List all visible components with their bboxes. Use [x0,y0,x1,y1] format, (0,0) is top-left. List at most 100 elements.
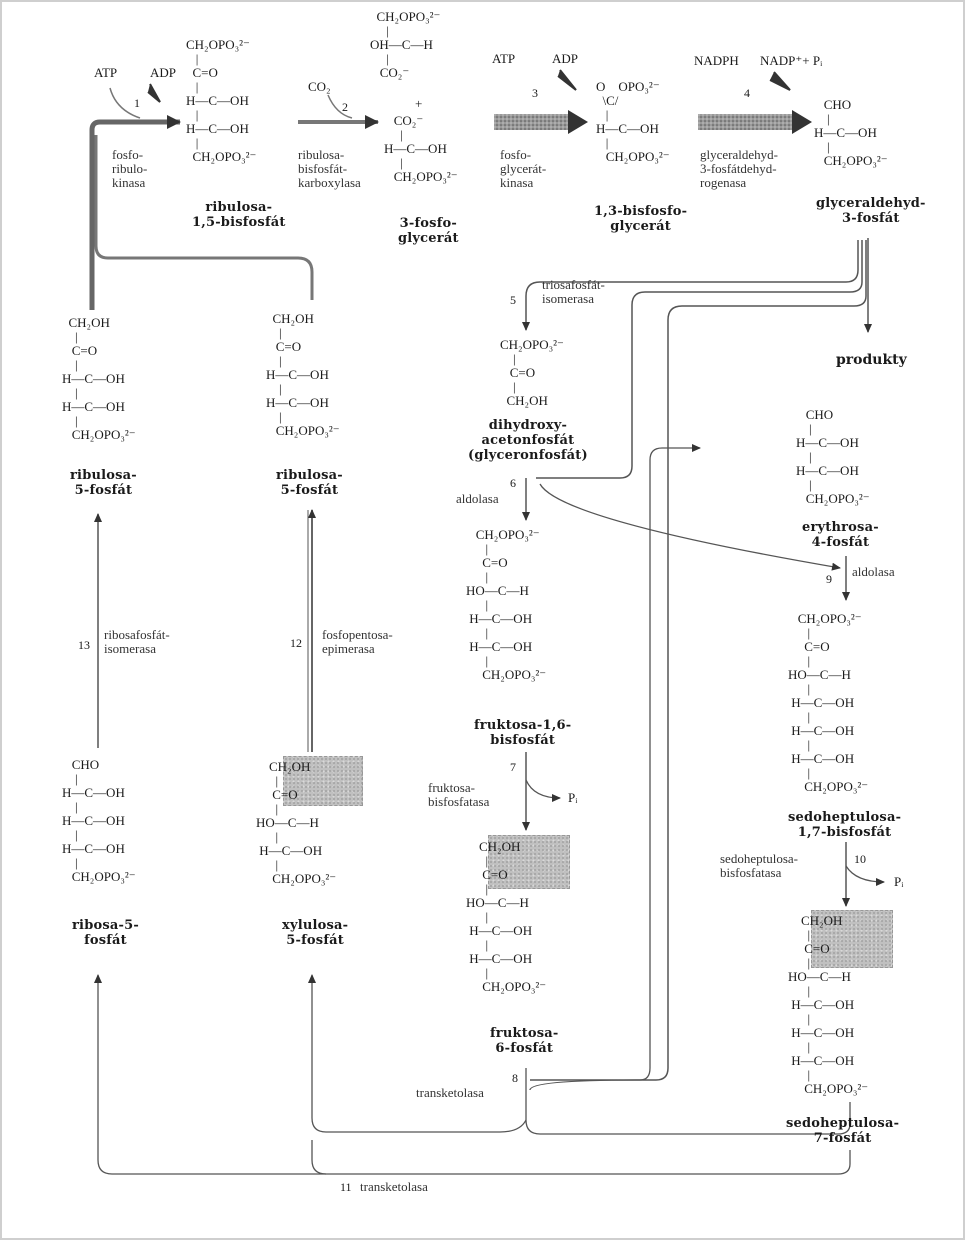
formula-line: | [266,381,282,396]
formula-line: C=O [788,941,830,956]
formula-line: H—C—OH [466,611,533,626]
formula-line: H—C—OH [796,463,859,478]
formula-line: | [788,927,811,942]
formula-line: C=O [186,65,218,80]
formula-line: CH₂OPO₃²⁻ [788,611,862,626]
formula-line: | [62,413,78,428]
formula-line: C=O [500,365,536,380]
rubp-name: ribulosa- 1,5-bisfosfát [192,200,286,230]
formula-line: H—C—OH [266,367,329,382]
formula-line: | [466,853,489,868]
enzyme-7: fruktosa- bisfosfatasa [428,780,490,809]
xu5p-name: xylulosa- 5-fosfát [282,918,349,948]
formula-line: CH₂OPO₃²⁻ [186,37,250,52]
bpg-name: 1,3-bisfosfo- glycerát [594,204,688,234]
step11-line [94,974,851,1175]
formula-line: | [62,771,78,786]
formula-line: | [466,597,489,612]
step-number-4: 4 [744,86,750,100]
s7p-shade [811,910,893,968]
formula-line: | [256,801,279,816]
pga-name: 3-fosfo- glycerát [398,216,459,246]
enzyme-5: triosafosfát- isomerasa [542,277,605,306]
formula-line: | [500,379,516,394]
step10-pi: Pᵢ [894,874,904,889]
step1-arrow [89,115,181,310]
sbp-name: sedoheptulosa- 1,7-bisfosfát [788,810,902,840]
step-number-9: 9 [826,572,832,586]
formula-line: OH—C—H [370,37,433,52]
pga-formula-top: CH₂OPO₃²⁻ |OH—C—H | CO₂⁻ [370,10,440,80]
formula-line: C=O [266,339,302,354]
step4-nadp-hook [769,71,791,91]
formula-line: | [466,541,489,556]
formula-line: HO—C—H [256,815,319,830]
dhap-name: dihydroxy- acetonfosfát (glyceronfosfát) [468,418,588,463]
step3-thick-bar [494,114,570,130]
step8-line [525,1068,851,1135]
formula-line: H—C—OH [788,695,855,710]
formula-line: CO₂⁻ [370,65,410,80]
step1-atp-curve [109,87,141,119]
f6p-shade [488,835,570,889]
step-number-5: 5 [510,293,516,307]
formula-line: CH₂OH [500,393,548,408]
step-number-12: 12 [290,636,302,650]
enzyme-10: sedoheptulosa- bisfosfatasa [720,851,798,880]
formula-line: HO—C—H [466,895,529,910]
step-number-10: 10 [854,852,866,866]
formula-line: CH₂OH [466,839,521,854]
formula-line: | [466,965,489,980]
formula-line: | [62,385,78,400]
formula-line: CH₂OH [788,913,843,928]
formula-line: H—C—OH [466,951,533,966]
formula-line: H—C—OH [266,395,329,410]
dhap-to-step9 [539,483,841,571]
formula-line: H—C—OH [62,785,125,800]
formula-line: | [466,569,489,584]
gap-to-transketolase [530,240,867,1081]
ru5p-left-formula: CH₂OH | C=O |H—C—OH |H—C—OH | CH₂OPO₃²⁻ [62,316,136,442]
f6p-formula: CH₂OH | C=O |HO—C—H | H—C—OH | H—C—OH | … [466,840,546,994]
formula-line: H—C—OH [384,141,447,156]
f6p-name: fruktosa- 6-fosfát [490,1026,559,1056]
formula-line: | [788,1039,811,1054]
plus-sign: + [415,96,423,111]
formula-line: | [62,329,78,344]
step3-adp: ADP [552,51,579,66]
formula-line: | [796,477,812,492]
formula-line: CHO [62,757,100,772]
formula-line: \C/ [596,93,619,108]
formula-line: HO—C—H [466,583,529,598]
formula-line: CH₂OPO₃²⁻ [256,871,337,886]
step1-adp-hook [147,83,161,103]
fbp-formula: CH₂OPO₃²⁻ | C=O |HO—C—H | H—C—OH | H—C—O… [466,528,546,682]
formula-line: C=O [788,639,830,654]
formula-line: | [256,773,279,788]
products-label: produkty [836,352,907,368]
enzyme-2: ribulosa- bisfosfát- karboxylasa [298,147,361,190]
formula-line: | [384,127,403,142]
formula-line: H—C—OH [796,435,859,450]
formula-line: | [788,1011,811,1026]
formula-line: | [788,625,811,640]
formula-line: O OPO₃²⁻ [596,79,660,94]
step-number-1: 1 [134,96,140,110]
formula-line: | [788,1067,811,1082]
formula-line: | [814,139,830,154]
formula-line: | [62,799,78,814]
formula-line: H—C—OH [788,1025,855,1040]
gap-formula: CHO |H—C—OH | CH₂OPO₃²⁻ [814,98,888,168]
formula-line: | [788,955,811,970]
formula-line: | [370,51,389,66]
step4-nadph: NADPH [694,53,739,68]
r5p-formula: CHO |H—C—OH |H—C—OH |H—C—OH | CH₂OPO₃²⁻ [62,758,136,884]
formula-line: H—C—OH [596,121,659,136]
step10-pi-branch [845,865,885,886]
step-number-3: 3 [532,86,538,100]
step-number-6: 6 [510,476,516,490]
formula-line: CH₂OPO₃²⁻ [186,149,257,164]
formula-line: CH₂OPO₃²⁻ [596,149,670,164]
enzyme-12: fosfopentosa- epimerasa [322,627,393,656]
formula-line: | [186,135,199,150]
